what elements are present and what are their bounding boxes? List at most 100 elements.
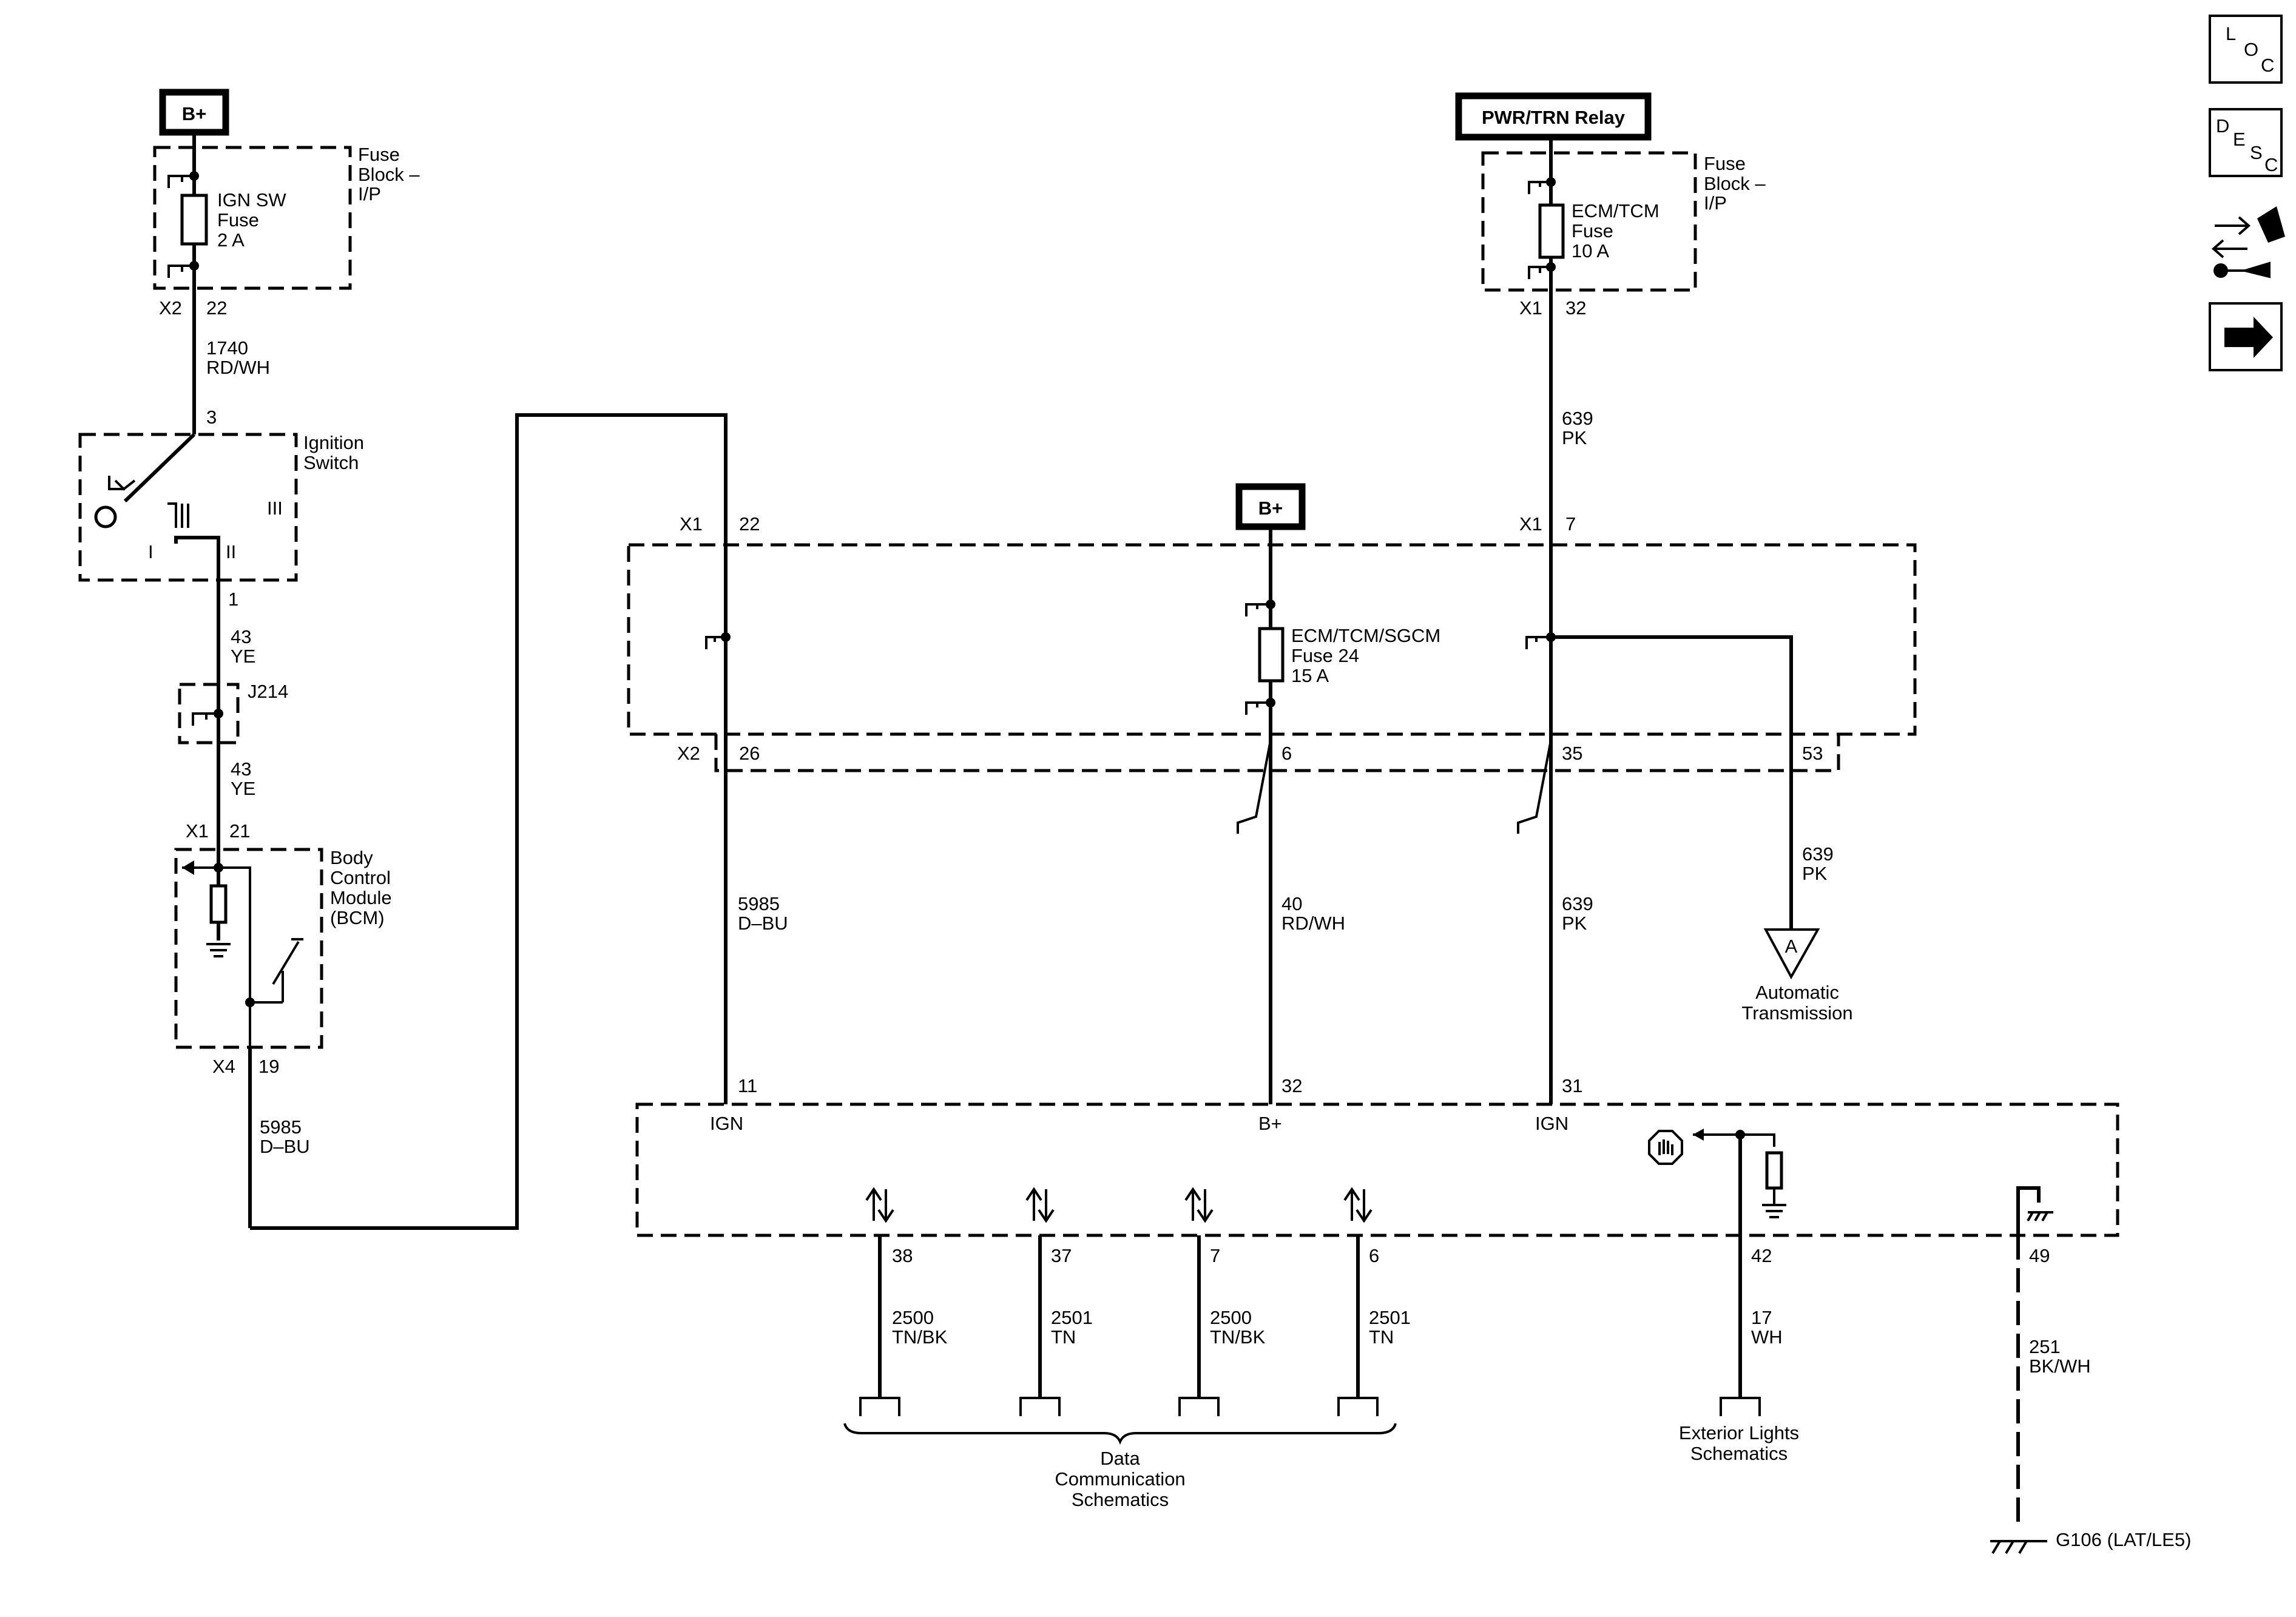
svg-text:40: 40 [1281,893,1302,914]
ext-lights-terminal [1720,1397,1761,1416]
wire-43-label-a: 43 YE [231,626,255,667]
svg-text:Fuse 24: Fuse 24 [1291,645,1359,666]
pin-11: 11 [738,1075,757,1096]
svg-text:Transmission: Transmission [1741,1002,1852,1024]
svg-text:C: C [2264,154,2278,175]
pin-x1-b: X1 [1519,297,1542,319]
wire-2500-label-b: 2500 TN/BK [1210,1307,1266,1348]
pin-x1-d: X1 [1519,513,1542,535]
ign-sw-fuse [167,171,208,278]
svg-text:B+: B+ [1258,498,1283,519]
ground-icon [1990,1540,2047,1555]
svg-text:BK/WH: BK/WH [2029,1355,2091,1377]
pin-x2: X2 [159,297,182,319]
wire-40-label: 40 RD/WH [1281,893,1345,934]
svg-text:43: 43 [231,626,251,647]
svg-text:Fuse: Fuse [1704,153,1746,174]
svg-text:S: S [2250,142,2263,163]
ign-fuse-label: IGN SW Fuse 2 A [217,189,286,251]
svg-text:Schematics: Schematics [1072,1489,1169,1510]
svg-text:Control: Control [330,867,391,888]
ground-label: G106 (LAT/LE5) [2056,1529,2191,1550]
connector-icon[interactable] [2211,206,2285,279]
pin-21: 21 [229,820,250,842]
svg-text:I/P: I/P [358,183,381,204]
svg-text:2501: 2501 [1051,1307,1093,1328]
splice-j214-label: J214 [248,681,288,702]
svg-text:Module: Module [330,887,392,908]
fuse-24-label: ECM/TCM/SGCM Fuse 24 15 A [1291,625,1440,686]
wire-2500-label-a: 2500 TN/BK [892,1307,948,1348]
svg-text:Block –: Block – [1704,173,1766,194]
ecm-tcm-fuse [1528,177,1565,279]
pin-37: 37 [1051,1245,1072,1266]
wire-43-label-b: 43 YE [231,758,255,799]
svg-text:ECM/TCM/SGCM: ECM/TCM/SGCM [1291,625,1440,646]
svg-text:43: 43 [231,758,251,780]
splice-j214 [178,683,240,744]
data-terminals [859,1397,1379,1416]
wire-5985-label-b: 5985 D–BU [738,893,788,934]
key-icon [94,476,136,528]
switch-pos-3: III [267,498,283,519]
svg-text:(BCM): (BCM) [330,907,385,928]
svg-text:TN/BK: TN/BK [892,1326,948,1348]
wire-639-label-c: 639 PK [1802,843,1834,884]
svg-text:PK: PK [1562,913,1587,934]
pin-22: 22 [206,297,227,319]
svg-text:Schematics: Schematics [1690,1443,1788,1464]
svg-text:Ignition: Ignition [303,432,364,453]
ign-pin-label-1: IGN [710,1113,743,1134]
data-arrows [865,1187,1373,1223]
loc-button[interactable]: L O C [2209,15,2283,84]
svg-text:5985: 5985 [738,893,780,914]
svg-text:15 A: 15 A [1291,665,1329,686]
svg-text:2501: 2501 [1369,1307,1411,1328]
pin-32-b: 32 [1281,1075,1302,1096]
pin-31: 31 [1562,1075,1582,1096]
auto-trans-label: Automatic Transmission [1741,982,1852,1024]
desc-button[interactable]: D E S C [2209,108,2283,177]
switch-pos-2: II [226,541,236,562]
stop-hand-icon [1648,1130,1683,1165]
bcm-switch [245,938,303,1047]
svg-text:PK: PK [1802,863,1828,884]
pin-53: 53 [1802,743,1823,764]
svg-text:E: E [2233,129,2246,150]
ignition-switch-box [78,433,298,582]
svg-text:Communication: Communication [1055,1468,1185,1490]
pin-32-a: 32 [1565,297,1586,319]
data-comm-label: Data Communication Schematics [1055,1448,1185,1510]
pin-22-b: 22 [739,513,760,535]
svg-text:639: 639 [1562,893,1593,914]
pin-49: 49 [2029,1245,2050,1266]
svg-text:Exterior Lights: Exterior Lights [1679,1422,1799,1443]
ign-pin-label-2: IGN [1535,1113,1568,1134]
svg-text:TN/BK: TN/BK [1210,1326,1266,1348]
wire-639-label-a: 639 PK [1562,408,1593,448]
next-arrow-button[interactable] [2209,302,2283,371]
pwr-trn-relay-label: PWR/TRN Relay [1455,92,1652,141]
wire-251-label: 251 BK/WH [2029,1336,2091,1377]
svg-text:TN: TN [1051,1326,1076,1348]
ecm-fuse-label: ECM/TCM Fuse 10 A [1572,200,1660,262]
pin-38: 38 [892,1245,913,1266]
svg-text:639: 639 [1562,408,1593,429]
bcm-label: Body Control Module (BCM) [330,847,392,928]
wire-1740-label: 1740 RD/WH [206,337,270,378]
fuse-block-right [1481,151,1697,292]
connector-a: A [1763,928,1820,980]
svg-text:RD/WH: RD/WH [1281,913,1345,934]
svg-text:2500: 2500 [892,1307,934,1328]
svg-text:A: A [1785,936,1798,957]
svg-text:B+: B+ [182,103,207,124]
pin-42: 42 [1751,1245,1772,1266]
fuse-24 [1245,599,1285,715]
svg-text:PK: PK [1562,427,1587,448]
wire-639-label-b: 639 PK [1562,893,1593,934]
svg-text:Automatic: Automatic [1755,982,1839,1003]
switch-pos-1: I [148,541,154,562]
bplus-pin-label: B+ [1258,1113,1282,1134]
svg-text:5985: 5985 [260,1116,302,1138]
